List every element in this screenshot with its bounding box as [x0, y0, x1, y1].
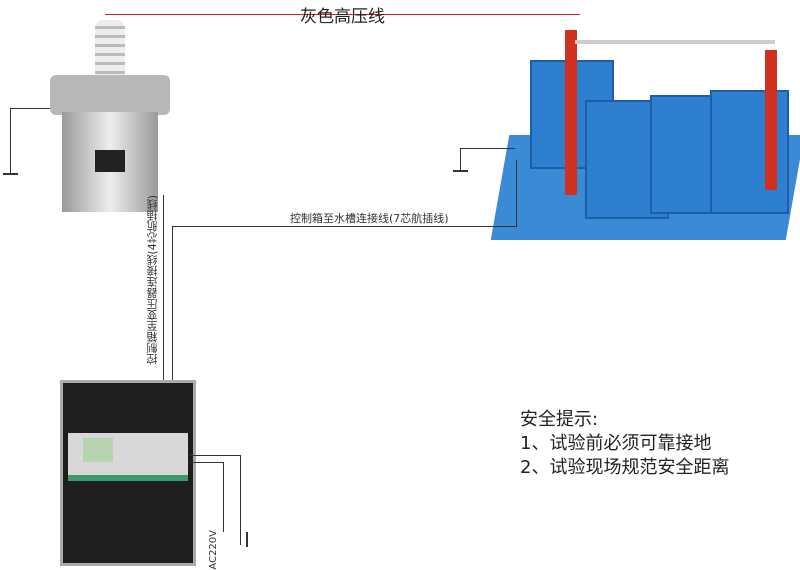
safety-item: 1、试验前必须可靠接地	[520, 433, 712, 454]
transformer-terminal-panel	[95, 150, 125, 172]
ground-icon	[246, 532, 248, 547]
tank-cable	[172, 226, 173, 441]
safety-title: 安全提示:	[520, 409, 599, 430]
insulating-pole	[565, 30, 577, 195]
power-label: AC220V	[208, 530, 219, 570]
safety-notes: 安全提示: 1、试验前必须可靠接地 2、试验现场规范安全距离	[520, 408, 729, 480]
transformer-top	[50, 75, 170, 115]
insulating-pole	[765, 50, 777, 190]
ground-icon	[453, 170, 468, 172]
transformer	[40, 20, 180, 212]
tank-ground-wire	[460, 148, 515, 149]
ground-icon	[3, 173, 18, 175]
tank-cable	[516, 160, 517, 226]
power-cable	[223, 462, 224, 532]
transformer-ground-wire	[10, 108, 50, 109]
control-box-ground-wire	[190, 455, 240, 456]
control-panel-strip	[68, 475, 188, 481]
tank-cable-label: 控制箱至水槽连接线(7芯航插线)	[290, 212, 449, 225]
water-tank-assembly	[490, 20, 800, 240]
water-tank	[710, 90, 789, 214]
transformer-ground-wire	[10, 108, 11, 173]
tank-cable	[172, 226, 517, 227]
hv-line	[105, 14, 580, 15]
transformer-cable	[163, 195, 164, 440]
control-box	[60, 380, 196, 566]
control-box-ground-wire	[240, 455, 241, 545]
control-display	[83, 438, 113, 462]
power-cable	[190, 462, 223, 463]
insulator-bushing	[95, 20, 125, 80]
electrode-rail	[575, 40, 775, 44]
hv-line-label: 灰色高压线	[300, 7, 385, 27]
transformer-cable-label: 控制箱至变压器连接线(4芯航插线)	[146, 195, 159, 365]
safety-item: 2、试验现场规范安全距离	[520, 457, 730, 478]
tank-ground-wire	[460, 148, 461, 170]
